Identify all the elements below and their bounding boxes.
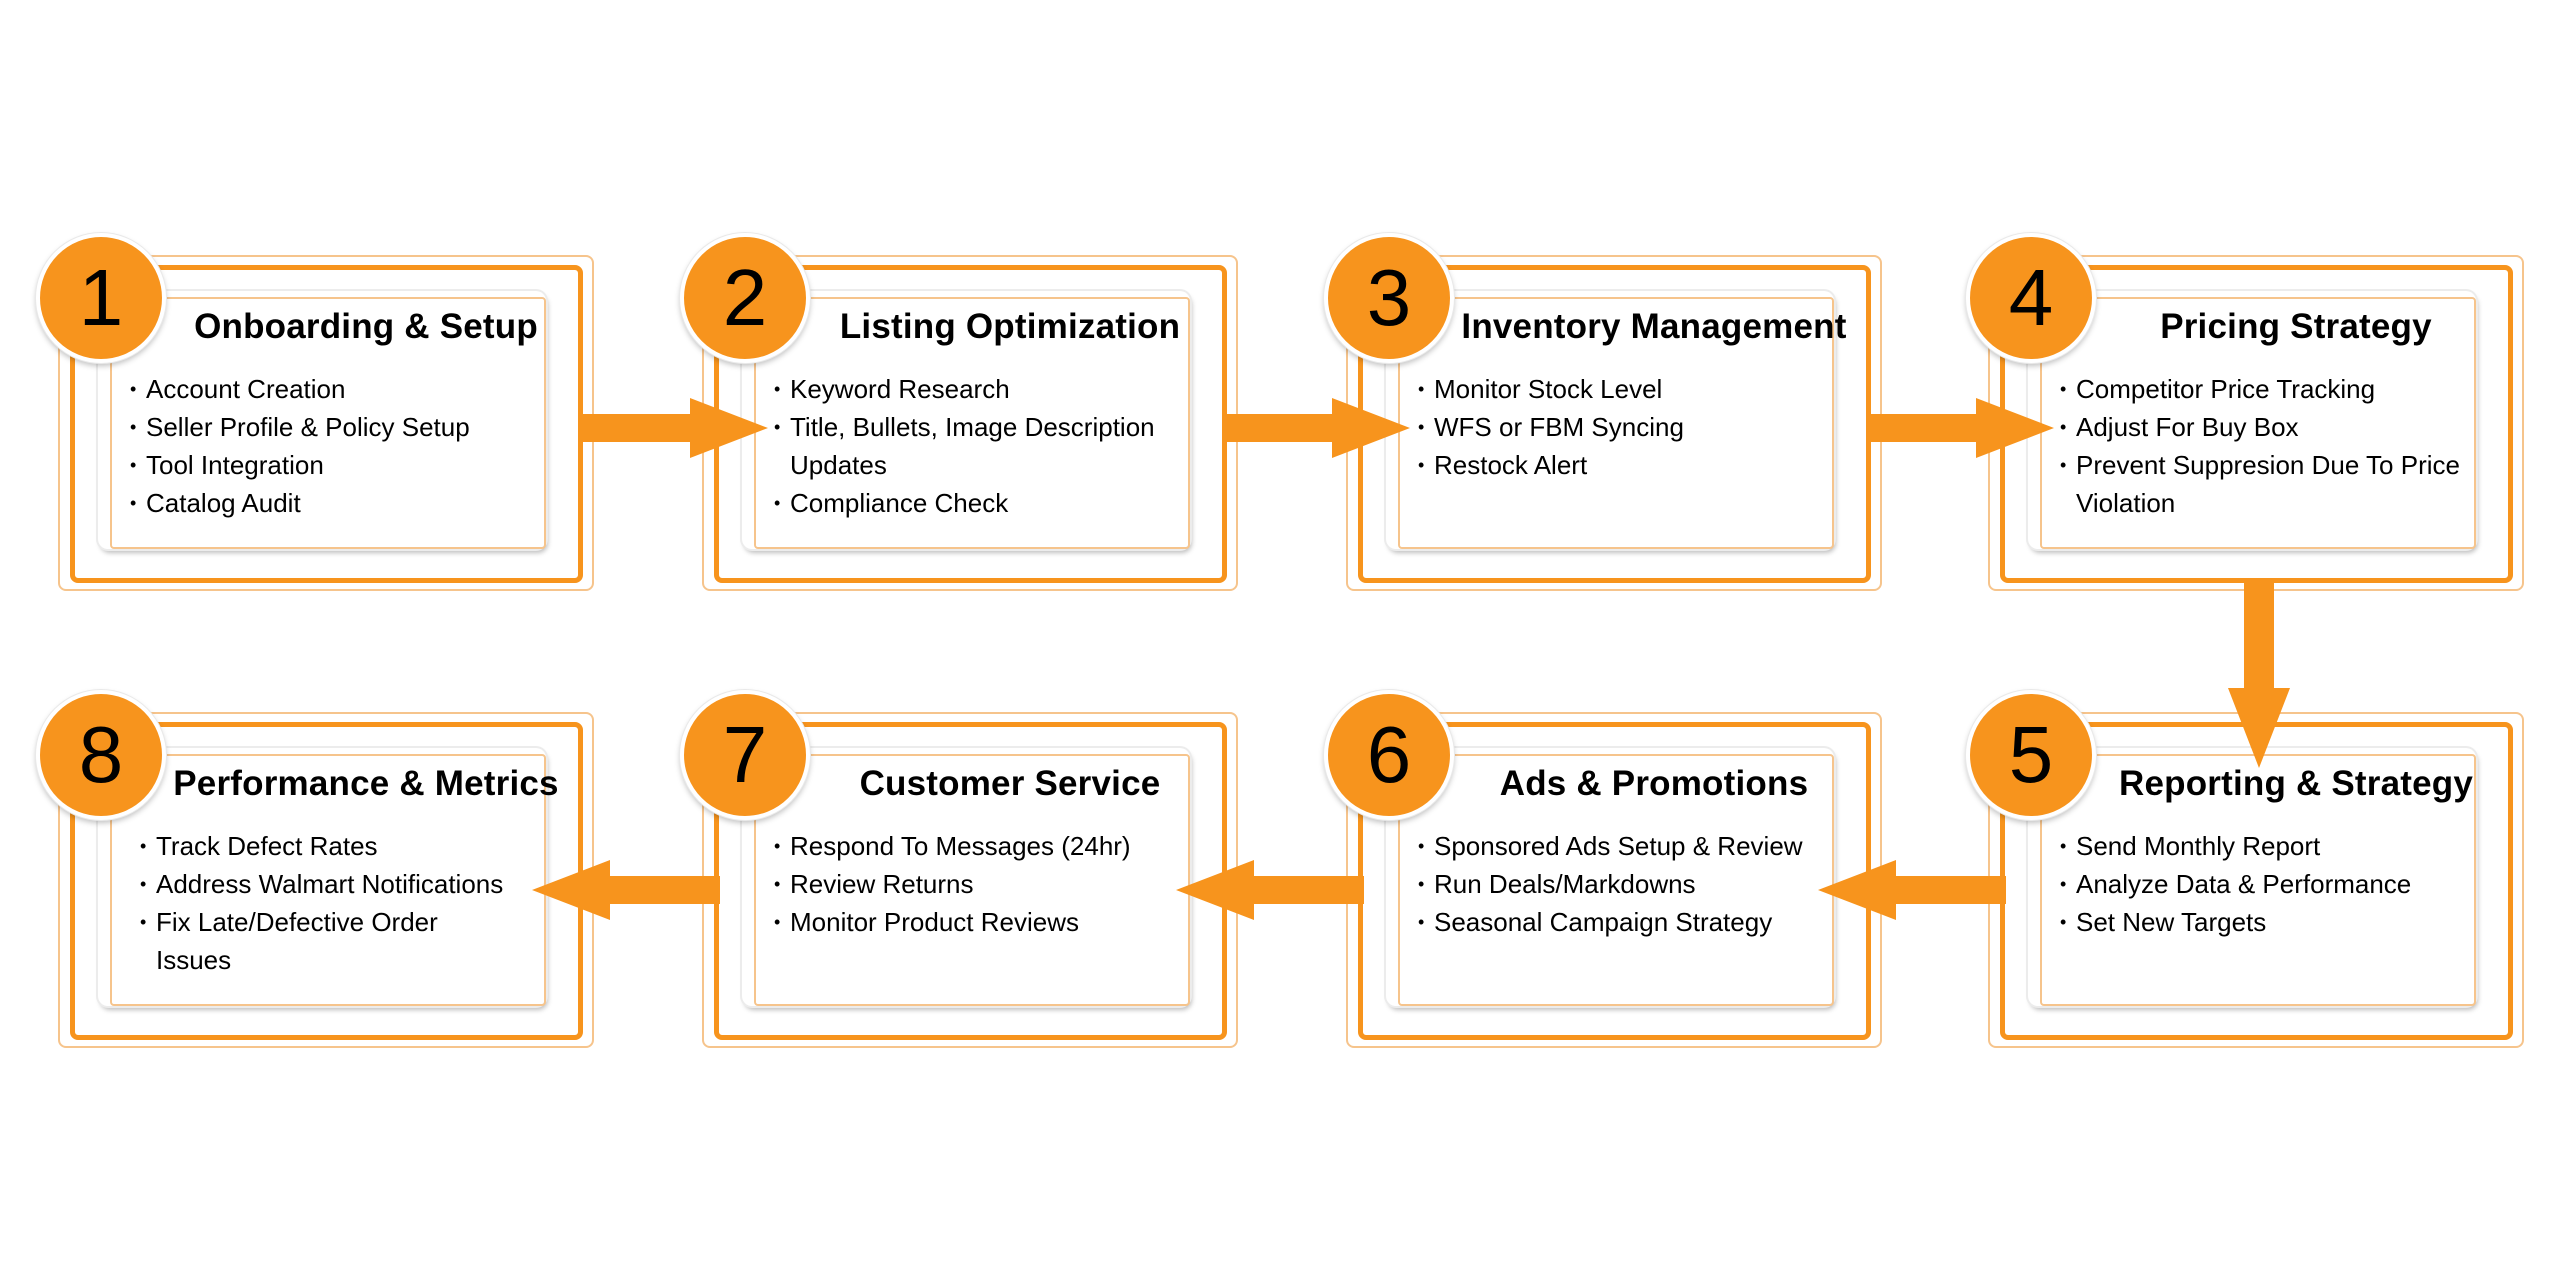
task-item: Monitor Stock Level bbox=[1418, 370, 1858, 408]
step-task-list: Track Defect Rates Address Walmart Notif… bbox=[140, 827, 570, 979]
arrow-left-icon bbox=[1176, 860, 1364, 920]
step-task-list: Competitor Price Tracking Adjust For Buy… bbox=[2060, 370, 2500, 522]
task-item: Tool Integration bbox=[130, 446, 570, 484]
step-card-8: 8 Performance & Metrics Track Defect Rat… bbox=[36, 690, 598, 1052]
step-title: Reporting & Strategy bbox=[2118, 764, 2474, 803]
step-card-6: 6 Ads & Promotions Sponsored Ads Setup &… bbox=[1324, 690, 1886, 1052]
task-item: Run Deals/Markdowns bbox=[1418, 865, 1858, 903]
task-item: Analyze Data & Performance bbox=[2060, 865, 2500, 903]
step-card-2: 2 Listing Optimization Keyword Research … bbox=[680, 233, 1242, 595]
arrow-right-icon bbox=[580, 398, 768, 458]
task-item: Seasonal Campaign Strategy bbox=[1418, 903, 1858, 941]
task-item: Address Walmart Notifications bbox=[140, 865, 570, 903]
task-item: Set New Targets bbox=[2060, 903, 2500, 941]
step-card-5: 5 Reporting & Strategy Send Monthly Repo… bbox=[1966, 690, 2528, 1052]
task-item: Sponsored Ads Setup & Review bbox=[1418, 827, 1858, 865]
step-number-badge: 7 bbox=[680, 690, 810, 820]
arrow-left-icon bbox=[1818, 860, 2006, 920]
step-task-list: Account Creation Seller Profile & Policy… bbox=[130, 370, 570, 522]
task-item: Keyword Research bbox=[774, 370, 1214, 408]
task-item: Seller Profile & Policy Setup bbox=[130, 408, 570, 446]
step-title: Pricing Strategy bbox=[2160, 307, 2432, 346]
step-number-badge: 2 bbox=[680, 233, 810, 363]
step-title: Onboarding & Setup bbox=[194, 307, 538, 346]
step-card-4: 4 Pricing Strategy Competitor Price Trac… bbox=[1966, 233, 2528, 595]
step-task-list: Keyword Research Title, Bullets, Image D… bbox=[774, 370, 1214, 522]
step-task-list: Monitor Stock Level WFS or FBM Syncing R… bbox=[1418, 370, 1858, 484]
task-item: Fix Late/Defective Order Issues bbox=[140, 903, 456, 979]
step-task-list: Respond To Messages (24hr) Review Return… bbox=[774, 827, 1214, 941]
step-number-badge: 6 bbox=[1324, 690, 1454, 820]
step-task-list: Sponsored Ads Setup & Review Run Deals/M… bbox=[1418, 827, 1858, 941]
step-title: Ads & Promotions bbox=[1499, 764, 1809, 803]
step-title: Customer Service bbox=[859, 764, 1161, 803]
task-item: Respond To Messages (24hr) bbox=[774, 827, 1214, 865]
step-task-list: Send Monthly Report Analyze Data & Perfo… bbox=[2060, 827, 2500, 941]
step-title: Listing Optimization bbox=[839, 307, 1181, 346]
task-item: Account Creation bbox=[130, 370, 570, 408]
task-item: Track Defect Rates bbox=[140, 827, 570, 865]
step-card-7: 7 Customer Service Respond To Messages (… bbox=[680, 690, 1242, 1052]
step-title: Inventory Management bbox=[1461, 307, 1847, 346]
arrow-down-icon bbox=[2228, 578, 2290, 768]
task-item: WFS or FBM Syncing bbox=[1418, 408, 1858, 446]
task-item: Competitor Price Tracking bbox=[2060, 370, 2500, 408]
arrow-right-icon bbox=[1222, 398, 1410, 458]
task-item: Restock Alert bbox=[1418, 446, 1858, 484]
step-number-badge: 4 bbox=[1966, 233, 2096, 363]
task-item: Title, Bullets, Image Description Update… bbox=[774, 408, 1214, 484]
step-title: Performance & Metrics bbox=[173, 764, 559, 803]
task-item: Catalog Audit bbox=[130, 484, 570, 522]
step-number-badge: 5 bbox=[1966, 690, 2096, 820]
step-number-badge: 3 bbox=[1324, 233, 1454, 363]
task-item: Send Monthly Report bbox=[2060, 827, 2500, 865]
step-card-1: 1 Onboarding & Setup Account Creation Se… bbox=[36, 233, 598, 595]
step-card-3: 3 Inventory Management Monitor Stock Lev… bbox=[1324, 233, 1886, 595]
task-item: Monitor Product Reviews bbox=[774, 903, 1214, 941]
task-item: Adjust For Buy Box bbox=[2060, 408, 2500, 446]
step-number-badge: 1 bbox=[36, 233, 166, 363]
task-item: Review Returns bbox=[774, 865, 1214, 903]
step-number-badge: 8 bbox=[36, 690, 166, 820]
arrow-left-icon bbox=[532, 860, 720, 920]
task-item: Prevent Suppresion Due To Price Violatio… bbox=[2060, 446, 2500, 522]
arrow-right-icon bbox=[1866, 398, 2054, 458]
task-item: Compliance Check bbox=[774, 484, 1214, 522]
